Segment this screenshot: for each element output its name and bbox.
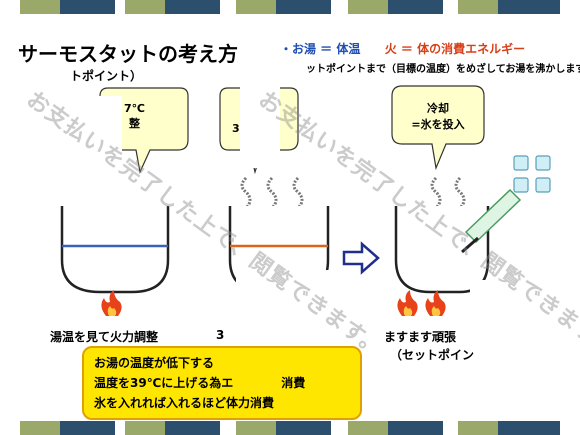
mask-area bbox=[470, 280, 530, 350]
caption-right-line2: （セットポイン bbox=[390, 348, 475, 362]
arrow-right-icon bbox=[342, 241, 380, 275]
caption-left: 湯温を見て火力調整 bbox=[50, 330, 159, 344]
description: ットポイントまで（目標の温度）をめざしてお湯を沸かします bbox=[306, 64, 580, 75]
note-line-2: 温度を39℃に上げる為エ 消費 bbox=[94, 376, 306, 390]
note-box: お湯の温度が低下する 温度を39℃に上げる為エ 消費 氷を入れれば入れるほど体力… bbox=[82, 346, 362, 420]
flame-icon bbox=[101, 290, 122, 316]
caption-middle: 3 bbox=[216, 328, 225, 342]
ice-scoop-icon bbox=[461, 188, 522, 254]
bubble-right-text: 冷却 =氷を投入 bbox=[411, 102, 465, 131]
bubble-middle-text: 3 bbox=[232, 122, 240, 135]
top-stripe bbox=[0, 0, 580, 14]
ice-cube-icon bbox=[513, 155, 551, 193]
bottom-stripe bbox=[0, 421, 580, 435]
flame-icon bbox=[397, 290, 418, 316]
note-line-1: お湯の温度が低下する bbox=[94, 356, 215, 370]
caption-right-line1: ますます頑張 bbox=[384, 330, 457, 344]
note-line-3: 氷を入れれば入れるほど体力消費 bbox=[94, 396, 275, 410]
speech-bubble-right bbox=[391, 85, 485, 171]
legend: ・お湯 ＝ 体温 火 ＝ 体の消費エネルギー bbox=[280, 40, 525, 57]
mask-area bbox=[240, 84, 280, 168]
flame-icon bbox=[425, 290, 446, 316]
page-title: サーモスタットの考え方 bbox=[18, 42, 238, 66]
mask-area bbox=[96, 96, 122, 206]
legend-water: ・お湯 ＝ 体温 bbox=[280, 42, 361, 56]
mask-area bbox=[236, 270, 336, 330]
bubble-left-text: 7℃ 整 bbox=[124, 102, 145, 130]
legend-fire: 火 ＝ 体の消費エネルギー bbox=[384, 42, 526, 56]
pot-right bbox=[394, 206, 490, 294]
page-subtitle: トポイント） bbox=[70, 69, 143, 83]
pot-left bbox=[60, 206, 170, 294]
